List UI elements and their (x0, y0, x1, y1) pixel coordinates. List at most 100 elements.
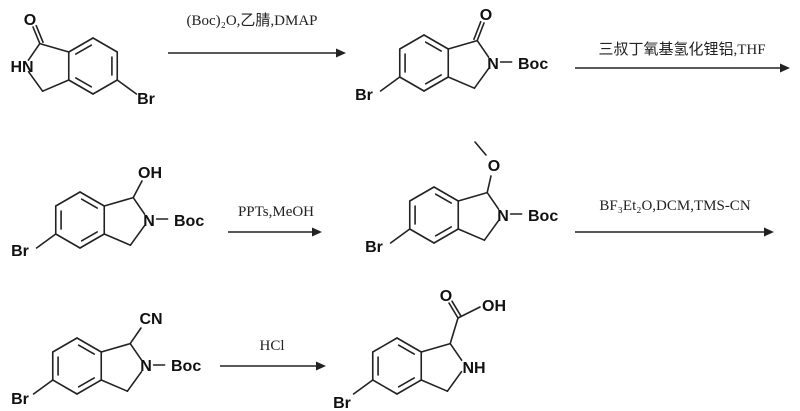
ring-bond (92, 37, 119, 53)
bonds (27, 20, 523, 395)
bromine-bond (389, 228, 411, 244)
carbonyl-bond (32, 26, 41, 45)
carboxyl-bond (449, 317, 459, 345)
ring-bond (100, 342, 131, 353)
ring-bond (433, 228, 460, 244)
ring-bond (371, 337, 398, 353)
bromine-bond (35, 233, 57, 249)
bromine-bond (32, 379, 54, 395)
aromatic-bond (74, 44, 93, 55)
bromine-bond (116, 79, 138, 95)
compound-3-boc: Boc (174, 213, 204, 230)
double-bond (451, 300, 462, 317)
ring-bond (446, 370, 463, 393)
ring-bond (79, 191, 106, 207)
compound-4-nitrogen: N (497, 208, 509, 225)
aromatic-bond (434, 226, 453, 237)
compound-4-oxygen: O (488, 158, 500, 175)
ring-bond (396, 379, 423, 395)
ring-bond (476, 39, 490, 59)
compound-6-carbonyl-oxygen: O (440, 288, 452, 305)
compound-3-bromine: Br (11, 243, 29, 260)
hydroxyl-bond (132, 180, 143, 199)
compound-5-nitrogen: N (140, 358, 152, 375)
ring-bond (103, 196, 134, 207)
compound-2-bromine: Br (355, 87, 373, 104)
aromatic-bond (397, 344, 416, 355)
ring-bond (27, 70, 44, 92)
compound-2-oxygen: O (480, 7, 492, 24)
ring-bond (423, 76, 450, 92)
carbonyl-bond (448, 302, 459, 319)
compound-2-boc: Boc (518, 56, 548, 73)
ring-bond (76, 379, 103, 395)
methyl-bond (474, 141, 487, 156)
aromatic-bond (424, 41, 443, 52)
ring-bond (449, 342, 463, 362)
compound-4-boc: Boc (528, 208, 558, 225)
bromine-bond (379, 76, 401, 92)
ring-bond (67, 37, 94, 53)
reagents-step-4: BF₃Et₂O,DCM,TMS-CN (599, 198, 750, 214)
double-bond (35, 24, 44, 44)
reaction-arrow-3 (228, 227, 322, 237)
carbonyl-bond (476, 22, 485, 42)
ring-bond (54, 233, 81, 249)
hydroxyl-bond (457, 306, 481, 319)
ring-bond (38, 42, 70, 53)
ring-bond (433, 186, 460, 202)
compound-6-bromine: Br (333, 395, 351, 411)
aromatic-bond (397, 377, 416, 388)
compound-5-boc: Boc (171, 358, 201, 375)
ring-bond (54, 191, 81, 207)
reaction-arrow-4 (575, 227, 774, 237)
reaction-arrow-2 (575, 63, 790, 73)
ring-bond (486, 191, 500, 211)
ring-bond (27, 42, 41, 62)
bromine-bond (352, 379, 374, 395)
ring-bond (67, 79, 94, 95)
ring-bond (103, 233, 132, 246)
reaction-arrow-5 (220, 361, 326, 371)
ring-bond (129, 224, 146, 246)
reaction-arrow-1 (168, 48, 346, 58)
aromatic-bond (434, 193, 453, 204)
compound-5-bromine: Br (11, 391, 29, 408)
ring-bond (126, 370, 143, 393)
ring-bond (129, 342, 143, 362)
ring-bond (41, 79, 70, 92)
ring-bond (408, 228, 435, 244)
reagents-step-5: HCl (259, 338, 284, 354)
ring-bond (76, 337, 103, 353)
ring-bond (132, 196, 146, 216)
aromatic-bond (74, 77, 93, 88)
ring-bond (371, 379, 398, 395)
methoxy-bond (486, 175, 492, 194)
reagents-step-3: PPTs,MeOH (238, 204, 314, 220)
ring-bond (420, 379, 449, 393)
compound-3-nitrogen: N (143, 213, 155, 230)
ring-bond (92, 79, 119, 95)
compound-4-bromine: Br (365, 239, 383, 256)
compound-6-nh: NH (462, 360, 485, 377)
compound-5-cyano: CN (139, 311, 162, 328)
reagents-step-1: (Boc)₂O,乙腈,DMAP (186, 12, 317, 29)
compound-1-nh: HN (10, 59, 33, 76)
ring-bond (51, 379, 78, 395)
reagents-step-2: 三叔丁氧基氢化锂铝,THF (598, 41, 765, 58)
ring-bond (396, 337, 423, 353)
ring-bond (423, 34, 450, 50)
ring-bond (447, 76, 476, 89)
compound-6-hydroxyl: OH (482, 298, 506, 315)
ring-bond (457, 228, 486, 241)
double-bond (473, 20, 482, 41)
ring-bond (447, 39, 479, 50)
cyano-bond (129, 327, 142, 345)
compound-3-hydroxyl: OH (138, 165, 162, 182)
aromatic-bond (424, 74, 443, 85)
aromatic-bond (80, 231, 99, 242)
ring-bond (51, 337, 78, 353)
ring-bond (398, 34, 425, 50)
